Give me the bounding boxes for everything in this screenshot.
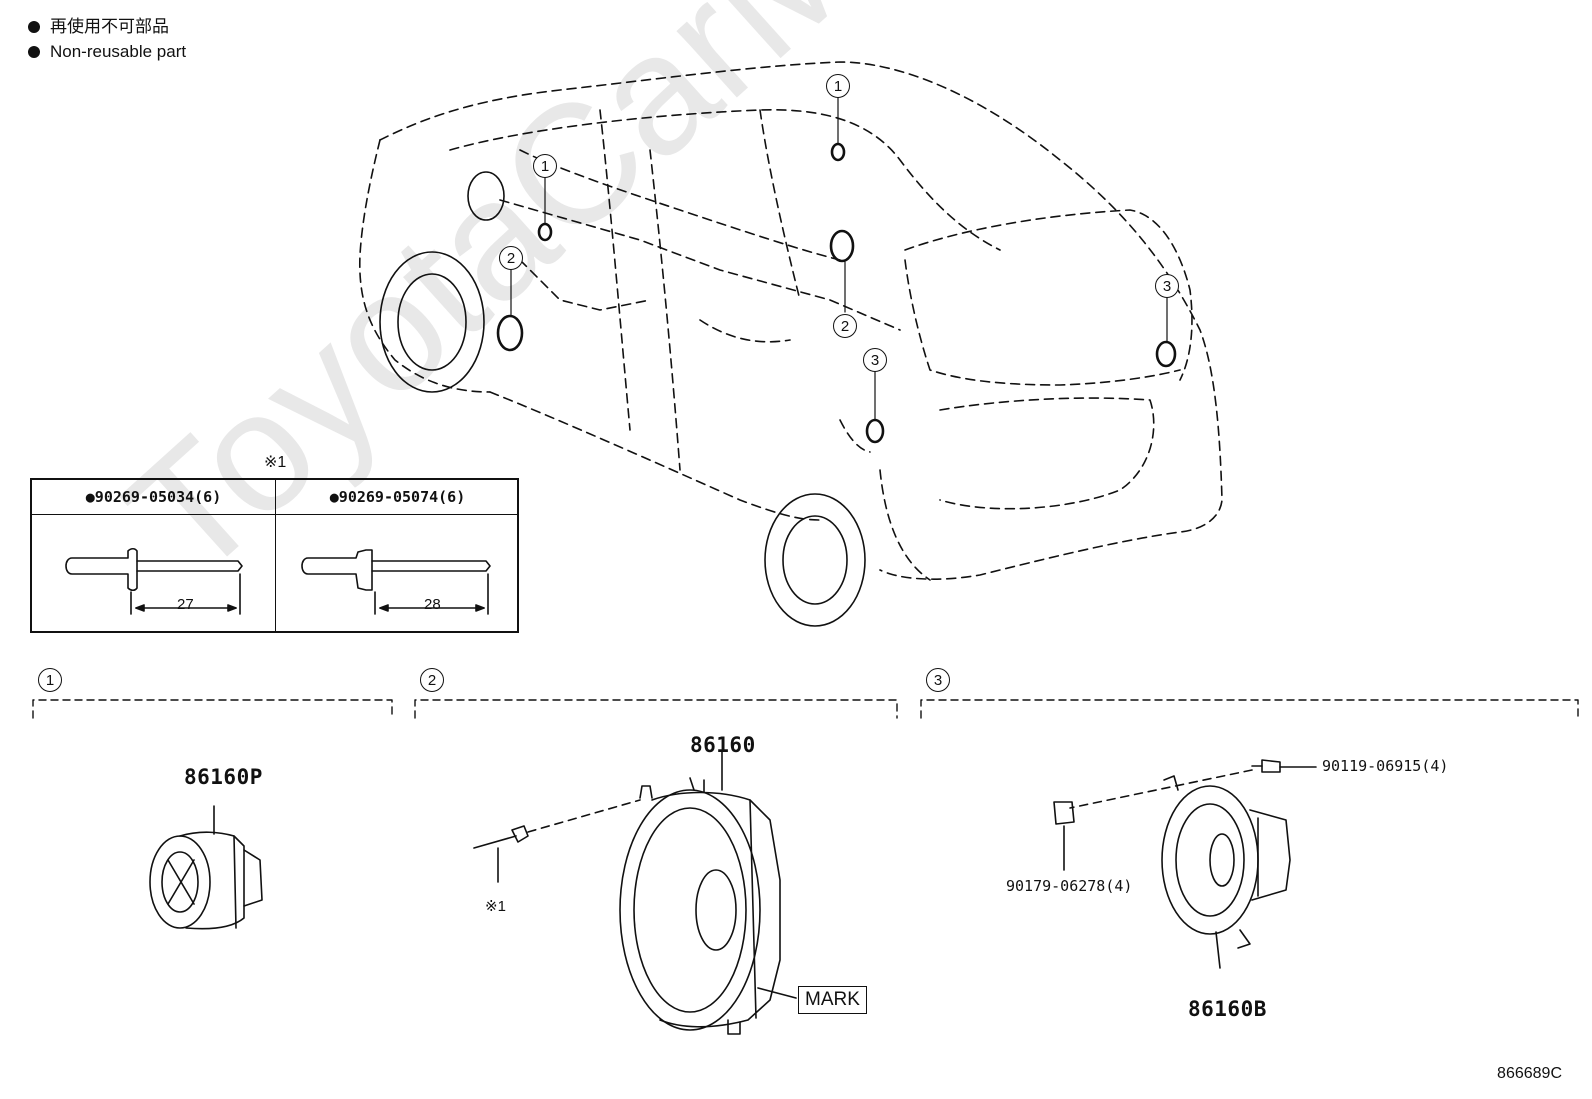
callout-leaders [510,95,1168,421]
rivet-note-label: ※1 [485,898,506,915]
callout-circle-3-right: 3 [1155,274,1179,298]
bullet-icon [28,20,40,33]
tweeter-86160p-drawing [149,805,263,930]
speaker-location-rings [496,142,1177,444]
vehicle-body [359,61,1223,581]
group-index-3: 3 [926,668,950,692]
group-index-2: 2 [420,668,444,692]
bullet-icon [28,45,40,58]
rear-wheel [764,493,866,627]
legend-english: Non-reusable part [50,42,187,61]
part-number-90119-06915: 90119-06915(4) [1322,757,1449,775]
rivet-a-dimension: 27 [177,596,194,613]
rivet-table-note: ※1 [264,454,287,471]
screw-clip-drawing [1053,759,1317,871]
front-wheel [379,251,485,393]
diagram-code: 866689C [1497,1065,1562,1082]
part-number-86160: 86160 [690,733,756,757]
group-index-1: 1 [38,668,62,692]
rivet-a-drawing [65,547,243,615]
door-speaker-86160-drawing [619,751,797,1035]
side-mirror [467,171,505,221]
callout-circle-1-front: 1 [533,154,557,178]
group-brackets [32,699,1579,719]
rivet-b-dimension: 28 [424,596,441,613]
legend: 再使用不可部品 Non-reusable part [28,14,186,64]
rivet-part-a: ●90269-05034(6) [32,480,276,515]
rear-speaker-86160b-drawing [1161,775,1291,969]
callout-circle-2-front: 2 [499,246,523,270]
rivet-callout-drawing [473,799,641,883]
callout-circle-2-rear: 2 [833,314,857,338]
rivet-table-divider [275,480,276,631]
mark-label: MARK [798,986,867,1014]
part-number-90179-06278: 90179-06278(4) [1006,877,1133,895]
rivet-table: ●90269-05034(6) ●90269-05074(6) [30,478,519,633]
callout-circle-1-top: 1 [826,74,850,98]
rivet-b-drawing [301,549,491,615]
part-number-86160p: 86160P [184,765,263,789]
legend-japanese: 再使用不可部品 [50,17,169,36]
part-number-86160b: 86160B [1188,997,1267,1021]
callout-circle-3-left: 3 [863,348,887,372]
rivet-part-b: ●90269-05074(6) [276,480,519,515]
